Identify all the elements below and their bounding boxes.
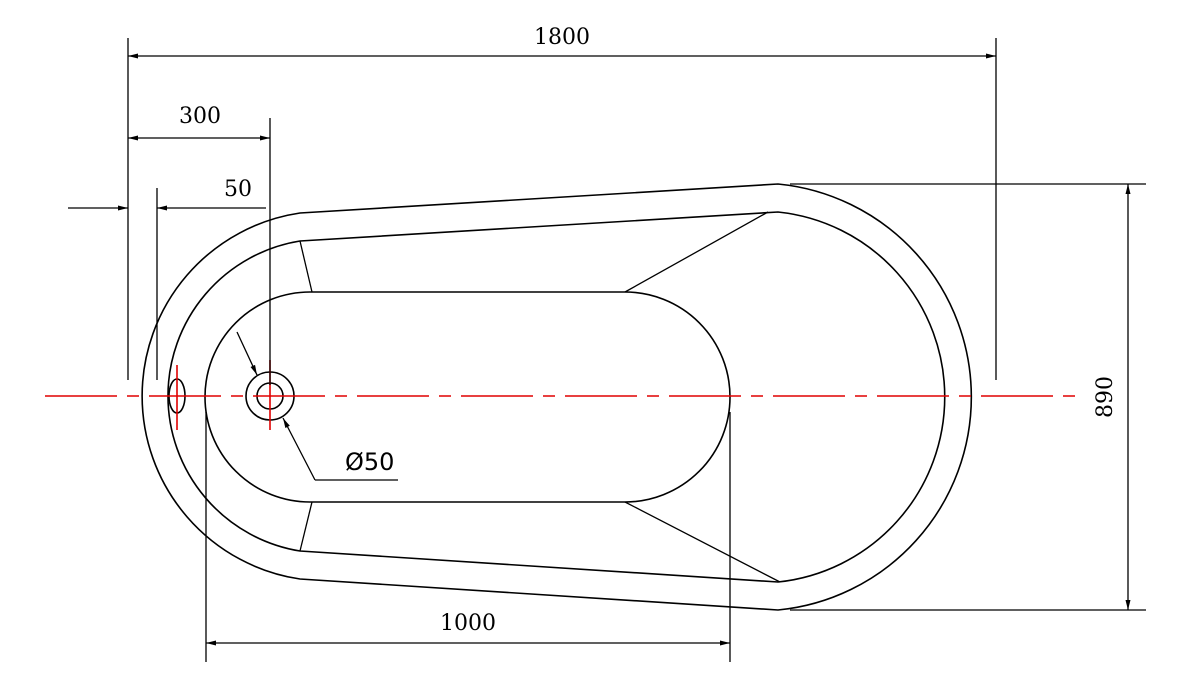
drain-diameter-label: Ø50	[345, 448, 394, 476]
dimension-overall-width: 890	[790, 183, 1146, 611]
dimension-overall-length: 1800	[127, 25, 997, 380]
drain-offset-label: 300	[179, 104, 221, 129]
basin-length-label: 1000	[440, 611, 496, 636]
overall-width-label: 890	[1093, 376, 1118, 418]
dimension-drain-diameter: Ø50	[236, 331, 398, 481]
tub-slope-lines	[299, 211, 781, 583]
dimension-basin-length: 1000	[205, 412, 731, 662]
overall-length-label: 1800	[534, 25, 590, 50]
dimension-drain-offset: 300	[128, 104, 271, 385]
overflow-offset-label: 50	[224, 177, 252, 202]
tub-inner-rim	[167, 211, 946, 583]
centerline	[45, 360, 1078, 430]
tub-outer-rim	[141, 183, 973, 611]
dimension-overflow-offset: 50	[68, 177, 266, 380]
